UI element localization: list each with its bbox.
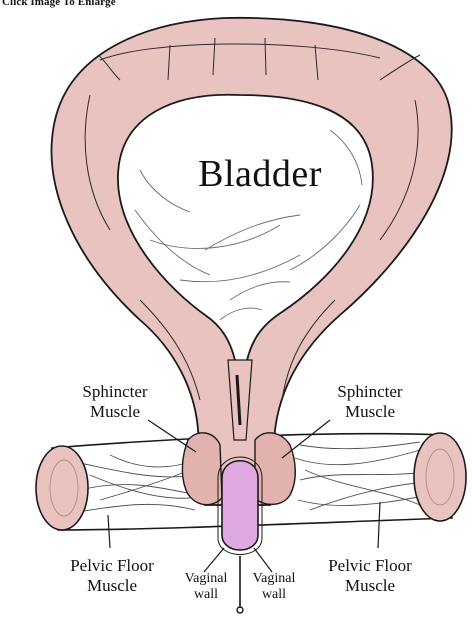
sphincter-left-line1: Sphincter <box>55 382 175 402</box>
pelvic-floor-right-end <box>414 433 466 521</box>
pelvic-floor-muscle-left-label: Pelvic Floor Muscle <box>42 556 182 595</box>
pelvic-right-line1: Pelvic Floor <box>300 556 440 576</box>
pelvic-left-line1: Pelvic Floor <box>42 556 182 576</box>
vaginal-right-line2: wall <box>238 587 310 603</box>
pelvic-left-line2: Muscle <box>42 576 182 596</box>
sphincter-muscle-left-label: Sphincter Muscle <box>55 382 175 421</box>
sphincter-muscle-right <box>255 433 295 505</box>
sphincter-muscle-left <box>182 433 222 505</box>
bladder-label: Bladder <box>160 153 360 197</box>
sphincter-right-line2: Muscle <box>310 402 430 422</box>
vaginal-right-line1: Vaginal <box>238 571 310 587</box>
pelvic-right-line2: Muscle <box>300 576 440 596</box>
sphincter-left-line2: Muscle <box>55 402 175 422</box>
pelvic-floor-muscle-right-label: Pelvic Floor Muscle <box>300 556 440 595</box>
vaginal-left-line1: Vaginal <box>170 571 242 587</box>
vaginal-wall-left-label: Vaginal wall <box>170 571 242 603</box>
sphincter-right-line1: Sphincter <box>310 382 430 402</box>
vaginal-left-line2: wall <box>170 587 242 603</box>
vaginal-wall-right-label: Vaginal wall <box>238 571 310 603</box>
sphincter-muscle-right-label: Sphincter Muscle <box>310 382 430 421</box>
pelvic-floor-left-end <box>36 446 88 530</box>
